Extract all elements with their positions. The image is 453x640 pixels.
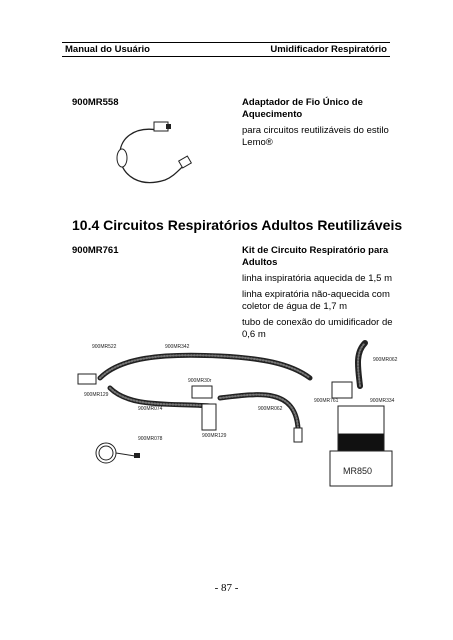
diagram-label: 900MR129 bbox=[202, 433, 227, 439]
breathing-circuit-kit-diagram: 900MR522 900MR342 900MR30r 900MR129 900M… bbox=[77, 340, 398, 487]
single-wire-adapter-illustration bbox=[116, 121, 193, 184]
item-line: tubo de conexão do umidificador de 0,6 m bbox=[242, 317, 393, 340]
item-description-adapter: Adaptador de Fio Único de Aquecimento pa… bbox=[242, 97, 402, 153]
diagram-label: 900MR30r bbox=[188, 378, 212, 384]
item-line: para circuitos reutilizáveis do estilo L… bbox=[242, 125, 389, 148]
item-code-900mr761: 900MR761 bbox=[72, 245, 119, 256]
header-left: Manual do Usuário bbox=[65, 44, 150, 55]
item-title: Adaptador de Fio Único de Aquecimento bbox=[242, 97, 363, 120]
diagram-label: 900MR078 bbox=[138, 436, 163, 442]
diagram-label: 900MR074 bbox=[138, 406, 163, 412]
diagram-label: 900MR062 bbox=[373, 357, 398, 363]
humidifier-label: MR850 bbox=[343, 466, 372, 476]
diagram-label: 900MR062 bbox=[258, 406, 283, 412]
page-header: Manual do Usuário Umidificador Respirató… bbox=[62, 42, 390, 57]
item-description-kit: Kit de Circuito Respiratório para Adulto… bbox=[242, 245, 402, 345]
item-title: Kit de Circuito Respiratório para Adulto… bbox=[242, 245, 389, 268]
item-line: linha expiratória não-aquecida com colet… bbox=[242, 289, 390, 312]
item-code-900mr558: 900MR558 bbox=[72, 97, 119, 108]
diagram-label: 900MR129 bbox=[84, 392, 109, 398]
section-title: 10.4 Circuitos Respiratórios Adultos Reu… bbox=[72, 217, 403, 233]
page-number: - 87 - bbox=[214, 582, 239, 594]
diagram-label: 900MR334 bbox=[370, 398, 395, 404]
item-line: linha inspiratória aquecida de 1,5 m bbox=[242, 273, 392, 284]
diagram-label: 900MR342 bbox=[165, 344, 190, 350]
diagram-label: 900MR761 bbox=[314, 398, 339, 404]
diagram-label: 900MR522 bbox=[92, 344, 117, 350]
header-right: Umidificador Respiratório bbox=[270, 44, 387, 55]
